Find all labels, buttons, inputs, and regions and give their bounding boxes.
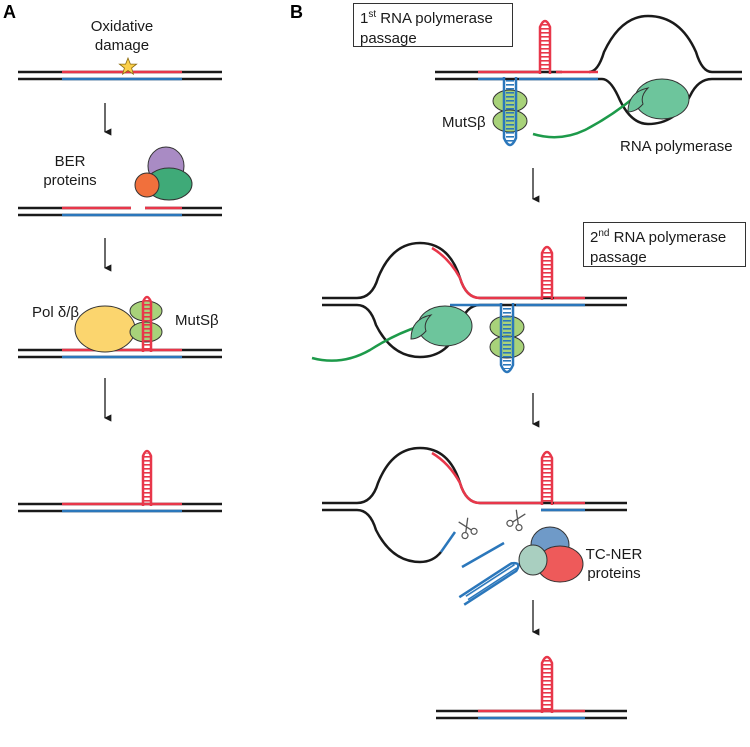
second-passage-line2: passage <box>590 249 647 266</box>
pol-label: Pol δ/β <box>32 304 79 321</box>
b-step1-dna: MutSβ RNA polymerase <box>435 14 742 155</box>
rna-polymerase-icon-b1 <box>627 78 690 120</box>
scissors-icon-right <box>506 509 526 532</box>
tc-ner-label-line1: TC-NER <box>586 546 643 563</box>
first-passage-line1: 1st RNA polymerase <box>360 9 493 27</box>
nascent-rna-b1 <box>532 95 637 139</box>
muts-beta-label-a: MutSβ <box>175 312 219 329</box>
oxidative-label-line2: damage <box>95 37 149 54</box>
a-step4-dna <box>18 449 222 513</box>
second-passage-line1: 2nd RNA polymerase <box>590 228 727 246</box>
tc-ner-proteins-icon <box>518 526 584 583</box>
excised-oligo-icon <box>458 541 520 606</box>
damage-star-icon <box>118 56 138 76</box>
muts-beta-label-b1: MutSβ <box>442 114 486 131</box>
nascent-rna-b2 <box>311 324 421 362</box>
pol-delta-beta-icon <box>74 305 136 353</box>
b-step4-dna <box>436 655 627 720</box>
a-step1-dna: Oxidative damage <box>18 18 222 81</box>
ber-proteins-icon <box>134 146 193 201</box>
b-step3-dna: TC-NER proteins <box>322 446 643 606</box>
second-passage-box: 2nd RNA polymerase passage <box>583 222 746 267</box>
scissors-icon-left <box>458 517 478 540</box>
a-step3-dna: Pol δ/β MutSβ <box>18 295 222 359</box>
ber-label-line2: proteins <box>43 172 96 189</box>
tc-ner-label-line2: proteins <box>587 565 640 582</box>
oxidative-label-line1: Oxidative <box>91 18 154 35</box>
panel-b-label: B <box>290 2 303 22</box>
a-step2-dna: BER proteins <box>18 146 222 217</box>
first-passage-line2: passage <box>360 30 417 47</box>
rna-polymerase-icon-b2 <box>410 305 473 347</box>
b-step2-dna <box>311 241 627 374</box>
first-passage-box: 1st RNA polymerase passage <box>353 3 513 47</box>
rna-polymerase-label: RNA polymerase <box>620 138 733 155</box>
ber-label-line1: BER <box>55 153 86 170</box>
panel-a-label: A <box>3 2 16 22</box>
